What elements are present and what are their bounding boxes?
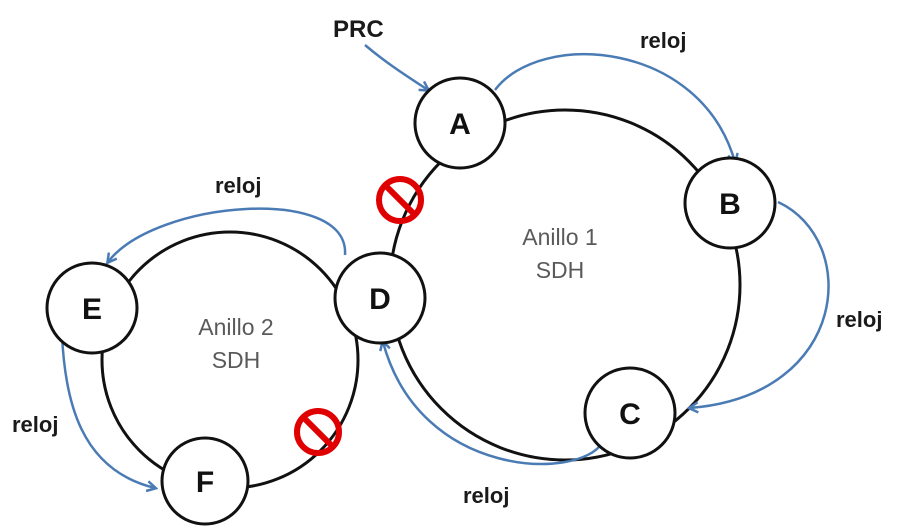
ring-1-type: SDH: [536, 257, 585, 283]
ring-1-name: Anillo 1: [522, 224, 597, 250]
prc-arrow: [364, 44, 428, 90]
clock-label-a-b: reloj: [640, 28, 686, 53]
clock-label-d-e: reloj: [215, 173, 261, 198]
clock-arrow-b-to-c: [690, 200, 830, 408]
clock-label-c-d: reloj: [463, 483, 509, 508]
node-c: C: [583, 366, 677, 460]
node-e-label: E: [82, 293, 102, 326]
node-f-label: F: [196, 466, 214, 499]
clock-arrow-c-to-d: [383, 342, 604, 466]
node-d-label: D: [369, 283, 391, 316]
clock-arrow-a-to-b: [494, 53, 735, 162]
node-e: E: [45, 261, 139, 355]
node-b: B: [683, 156, 777, 250]
clock-arrow-e-to-f: [60, 334, 155, 488]
clock-label-e-f: reloj: [12, 412, 58, 437]
clock-label-b-c: reloj: [836, 307, 882, 332]
prc-label: PRC: [333, 16, 384, 43]
link-failure-icon-d-f: [294, 408, 342, 456]
node-f: F: [160, 436, 250, 526]
node-c-label: C: [619, 398, 641, 431]
node-d: D: [333, 251, 427, 345]
node-a: A: [413, 76, 507, 170]
clock-arrow-d-to-e: [108, 207, 347, 262]
node-b-label: B: [719, 188, 741, 221]
ring-2-name: Anillo 2: [198, 314, 273, 340]
node-a-label: A: [449, 108, 471, 141]
link-failure-icon-a-d: [376, 176, 424, 224]
ring-2-type: SDH: [212, 347, 261, 373]
